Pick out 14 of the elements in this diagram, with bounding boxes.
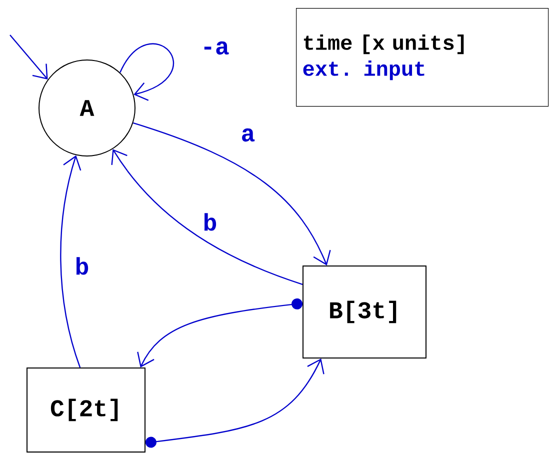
key-box: time [x units] ext. input bbox=[296, 8, 549, 107]
arrow bbox=[137, 298, 303, 368]
arrow bbox=[132, 122, 331, 266]
edge-label: b bbox=[204, 213, 216, 231]
state-box: C[2t] bbox=[26, 368, 146, 452]
arrow bbox=[60, 155, 82, 368]
arrow bbox=[10, 34, 48, 80]
edge-label: a bbox=[242, 128, 255, 142]
arrow bbox=[111, 149, 303, 285]
state-box: B[3t] bbox=[302, 266, 426, 358]
edge-label: -a bbox=[204, 41, 229, 55]
edge-label: b bbox=[76, 257, 88, 275]
arrow bbox=[145, 358, 324, 448]
arrow bbox=[120, 43, 174, 101]
